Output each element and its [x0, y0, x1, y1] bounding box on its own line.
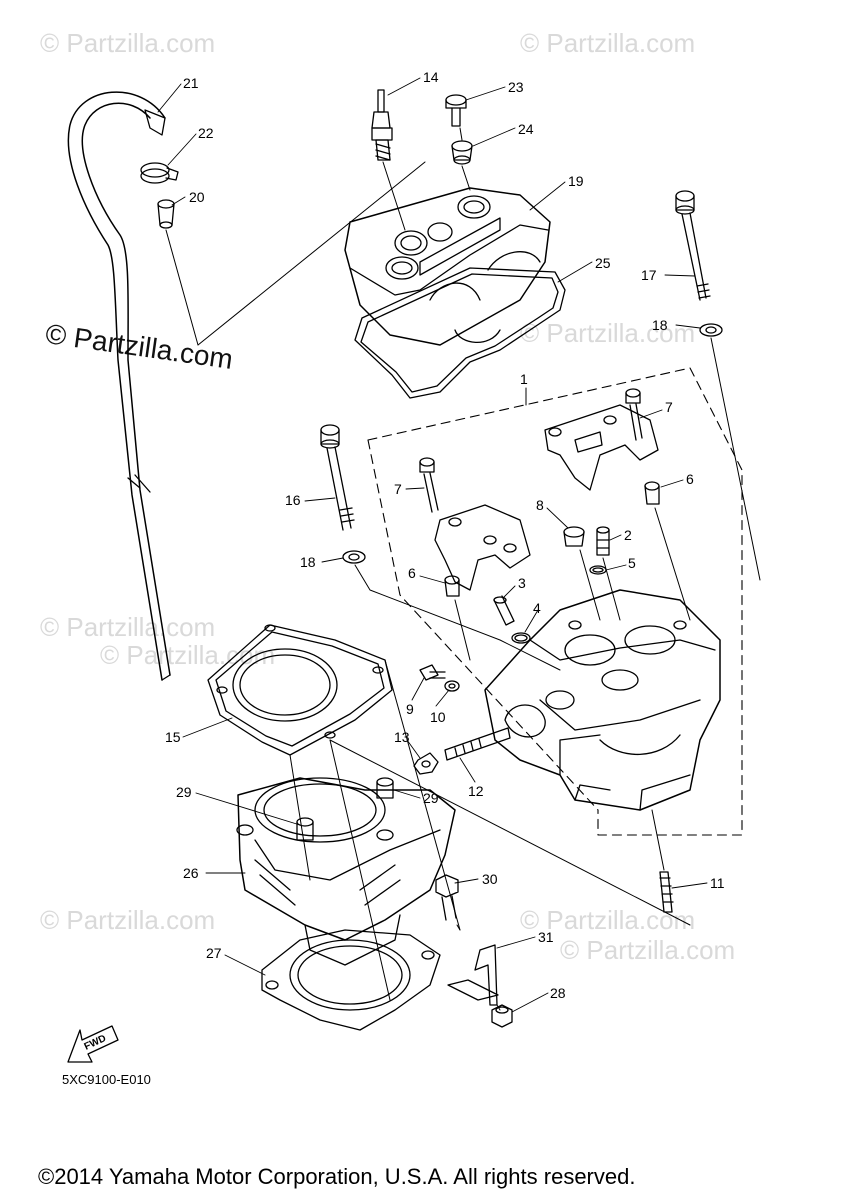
cylinder: [236, 777, 456, 966]
cylinder-head-gasket: [207, 624, 393, 756]
leader-lines: [157, 77, 708, 1013]
callout-7: 7: [665, 399, 673, 415]
callout-22: 22: [198, 125, 214, 141]
callout-28: 28: [550, 985, 566, 1001]
bolt: [491, 1004, 513, 1028]
callout-9: 9: [406, 701, 414, 717]
o-ring: [511, 632, 531, 644]
callout-2: 2: [624, 527, 632, 543]
head-assembly-outline: [367, 367, 743, 836]
o-ring: [589, 565, 607, 575]
cap-bolt: [625, 388, 643, 441]
callout-12: 12: [468, 783, 484, 799]
callout-15: 15: [165, 729, 181, 745]
washer: [342, 550, 366, 564]
hose-clamp: [140, 162, 179, 184]
callout-29: 29: [423, 790, 439, 806]
callout-10: 10: [430, 709, 446, 725]
diagram-code: 5XC9100-E010: [62, 1072, 151, 1087]
plug: [563, 526, 585, 547]
cap-bolt: [419, 457, 439, 513]
cylinder-gasket: [261, 929, 441, 1031]
callout-14: 14: [423, 69, 439, 85]
callout-29: 29: [176, 784, 192, 800]
callout-6: 6: [408, 565, 416, 581]
callout-1: 1: [520, 371, 528, 387]
callout-13: 13: [394, 729, 410, 745]
copyright-notice: ©2014 Yamaha Motor Corporation, U.S.A. A…: [38, 1164, 636, 1189]
callout-19: 19: [568, 173, 584, 189]
dowel-pin: [644, 481, 660, 505]
fitting: [596, 526, 610, 556]
camshaft-cap: [434, 504, 531, 591]
cover-bolt: [445, 94, 467, 127]
callout-6: 6: [686, 471, 694, 487]
bolt: [419, 664, 446, 681]
callout-23: 23: [508, 79, 524, 95]
dowel-pin: [296, 817, 314, 841]
callout-4: 4: [533, 600, 541, 616]
callout-30: 30: [482, 871, 498, 887]
head-cover-gasket: [354, 267, 566, 399]
callout-labels: 21 22 20 14 23 24 19 25 17 18 1 7 6 16 7…: [165, 69, 725, 1001]
callout-3: 3: [518, 575, 526, 591]
long-bolt: [320, 424, 355, 531]
spark-plug: [371, 89, 393, 161]
callout-21: 21: [183, 75, 199, 91]
callout-7: 7: [394, 481, 402, 497]
stud-bolt: [444, 727, 511, 761]
callout-24: 24: [518, 121, 534, 137]
washer: [699, 323, 723, 337]
callout-31: 31: [538, 929, 554, 945]
nut: [413, 752, 439, 775]
bolt: [435, 874, 459, 921]
callout-26: 26: [183, 865, 199, 881]
callout-11: 11: [710, 875, 725, 891]
dowel-pin: [376, 777, 394, 799]
callout-17: 17: [641, 267, 657, 283]
cylinder-head-cover: [344, 187, 551, 346]
fitting: [493, 595, 515, 626]
callout-18: 18: [300, 554, 316, 570]
callout-27: 27: [206, 945, 222, 961]
cylinder-head: [484, 589, 721, 811]
callout-25: 25: [595, 255, 611, 271]
breather-hose: [67, 91, 171, 681]
callout-8: 8: [536, 497, 544, 513]
callout-16: 16: [285, 492, 301, 508]
callout-18: 18: [652, 317, 668, 333]
grommet: [451, 140, 473, 165]
fwd-label: FWD: [83, 1033, 108, 1053]
camshaft-cap: [544, 404, 659, 491]
bracket: [447, 944, 499, 1006]
washer: [444, 680, 460, 692]
long-bolt: [675, 190, 711, 301]
stud: [659, 871, 674, 913]
callout-20: 20: [189, 189, 205, 205]
hose-fitting: [157, 199, 175, 229]
callout-5: 5: [628, 555, 636, 571]
dowel-pin: [444, 575, 460, 597]
fwd-arrow-icon: FWD: [67, 1025, 119, 1063]
